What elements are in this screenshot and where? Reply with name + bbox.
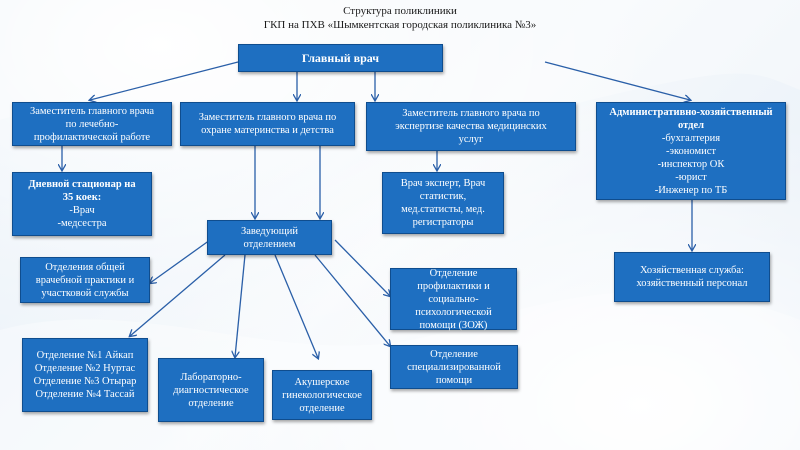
title-line-1: Структура поликлиники: [343, 5, 457, 17]
arrow-chief-admin: [544, 61, 690, 100]
admin-department-box: Административно-хозяйственный отдел -бух…: [596, 102, 786, 200]
arrow-head-general: [150, 239, 211, 283]
dept-laboratory-box: Лабораторно- диагностическое отделение: [158, 358, 264, 422]
economic-service-box: Хозяйственная служба: хозяйственный перс…: [614, 252, 770, 302]
dept-general-practice-box: Отделения общей врачебной практики и уча…: [20, 257, 150, 303]
dept-specialized-box: Отделение специализированной помощи: [390, 345, 518, 389]
head-of-department-box: Заведующий отделением: [207, 220, 332, 255]
arrow-head-lab: [235, 254, 246, 357]
arrow-head-obstetric: [274, 254, 318, 358]
deputy-treatment-box: Заместитель главного врача по лечебно- п…: [12, 102, 172, 146]
dept-obstetric-box: Акушерское гинекологическое отделение: [272, 370, 372, 420]
experts-box: Врач эксперт, Врач статистик, мед.статис…: [382, 172, 504, 234]
arrow-head-specialized: [314, 254, 390, 346]
diagram-title: Структура поликлиники ГКП на ПХВ «Шымкен…: [0, 4, 800, 32]
arrow-head-prevention: [334, 239, 390, 296]
day-hospital-box: Дневной стационар на 35 коек: -Врач -мед…: [12, 172, 152, 236]
arrow-chief-treatment: [90, 61, 239, 100]
deputy-expertise-box: Заместитель главного врача по экспертизе…: [366, 102, 576, 151]
dept-prevention-box: Отделение профилактики и социально- псих…: [390, 268, 517, 331]
arrow-head-numbered: [130, 254, 226, 336]
dept-numbered-box: Отделение №1 Айкап Отделение №2 Нуртас О…: [22, 338, 148, 412]
deputy-maternity-box: Заместитель главного врача по охране мат…: [180, 102, 355, 146]
title-line-2: ГКП на ПХВ «Шымкентская городская поликл…: [263, 19, 537, 31]
chief-doctor-box: Главный врач: [238, 44, 443, 72]
chief-doctor-label: Главный врач: [301, 50, 380, 65]
